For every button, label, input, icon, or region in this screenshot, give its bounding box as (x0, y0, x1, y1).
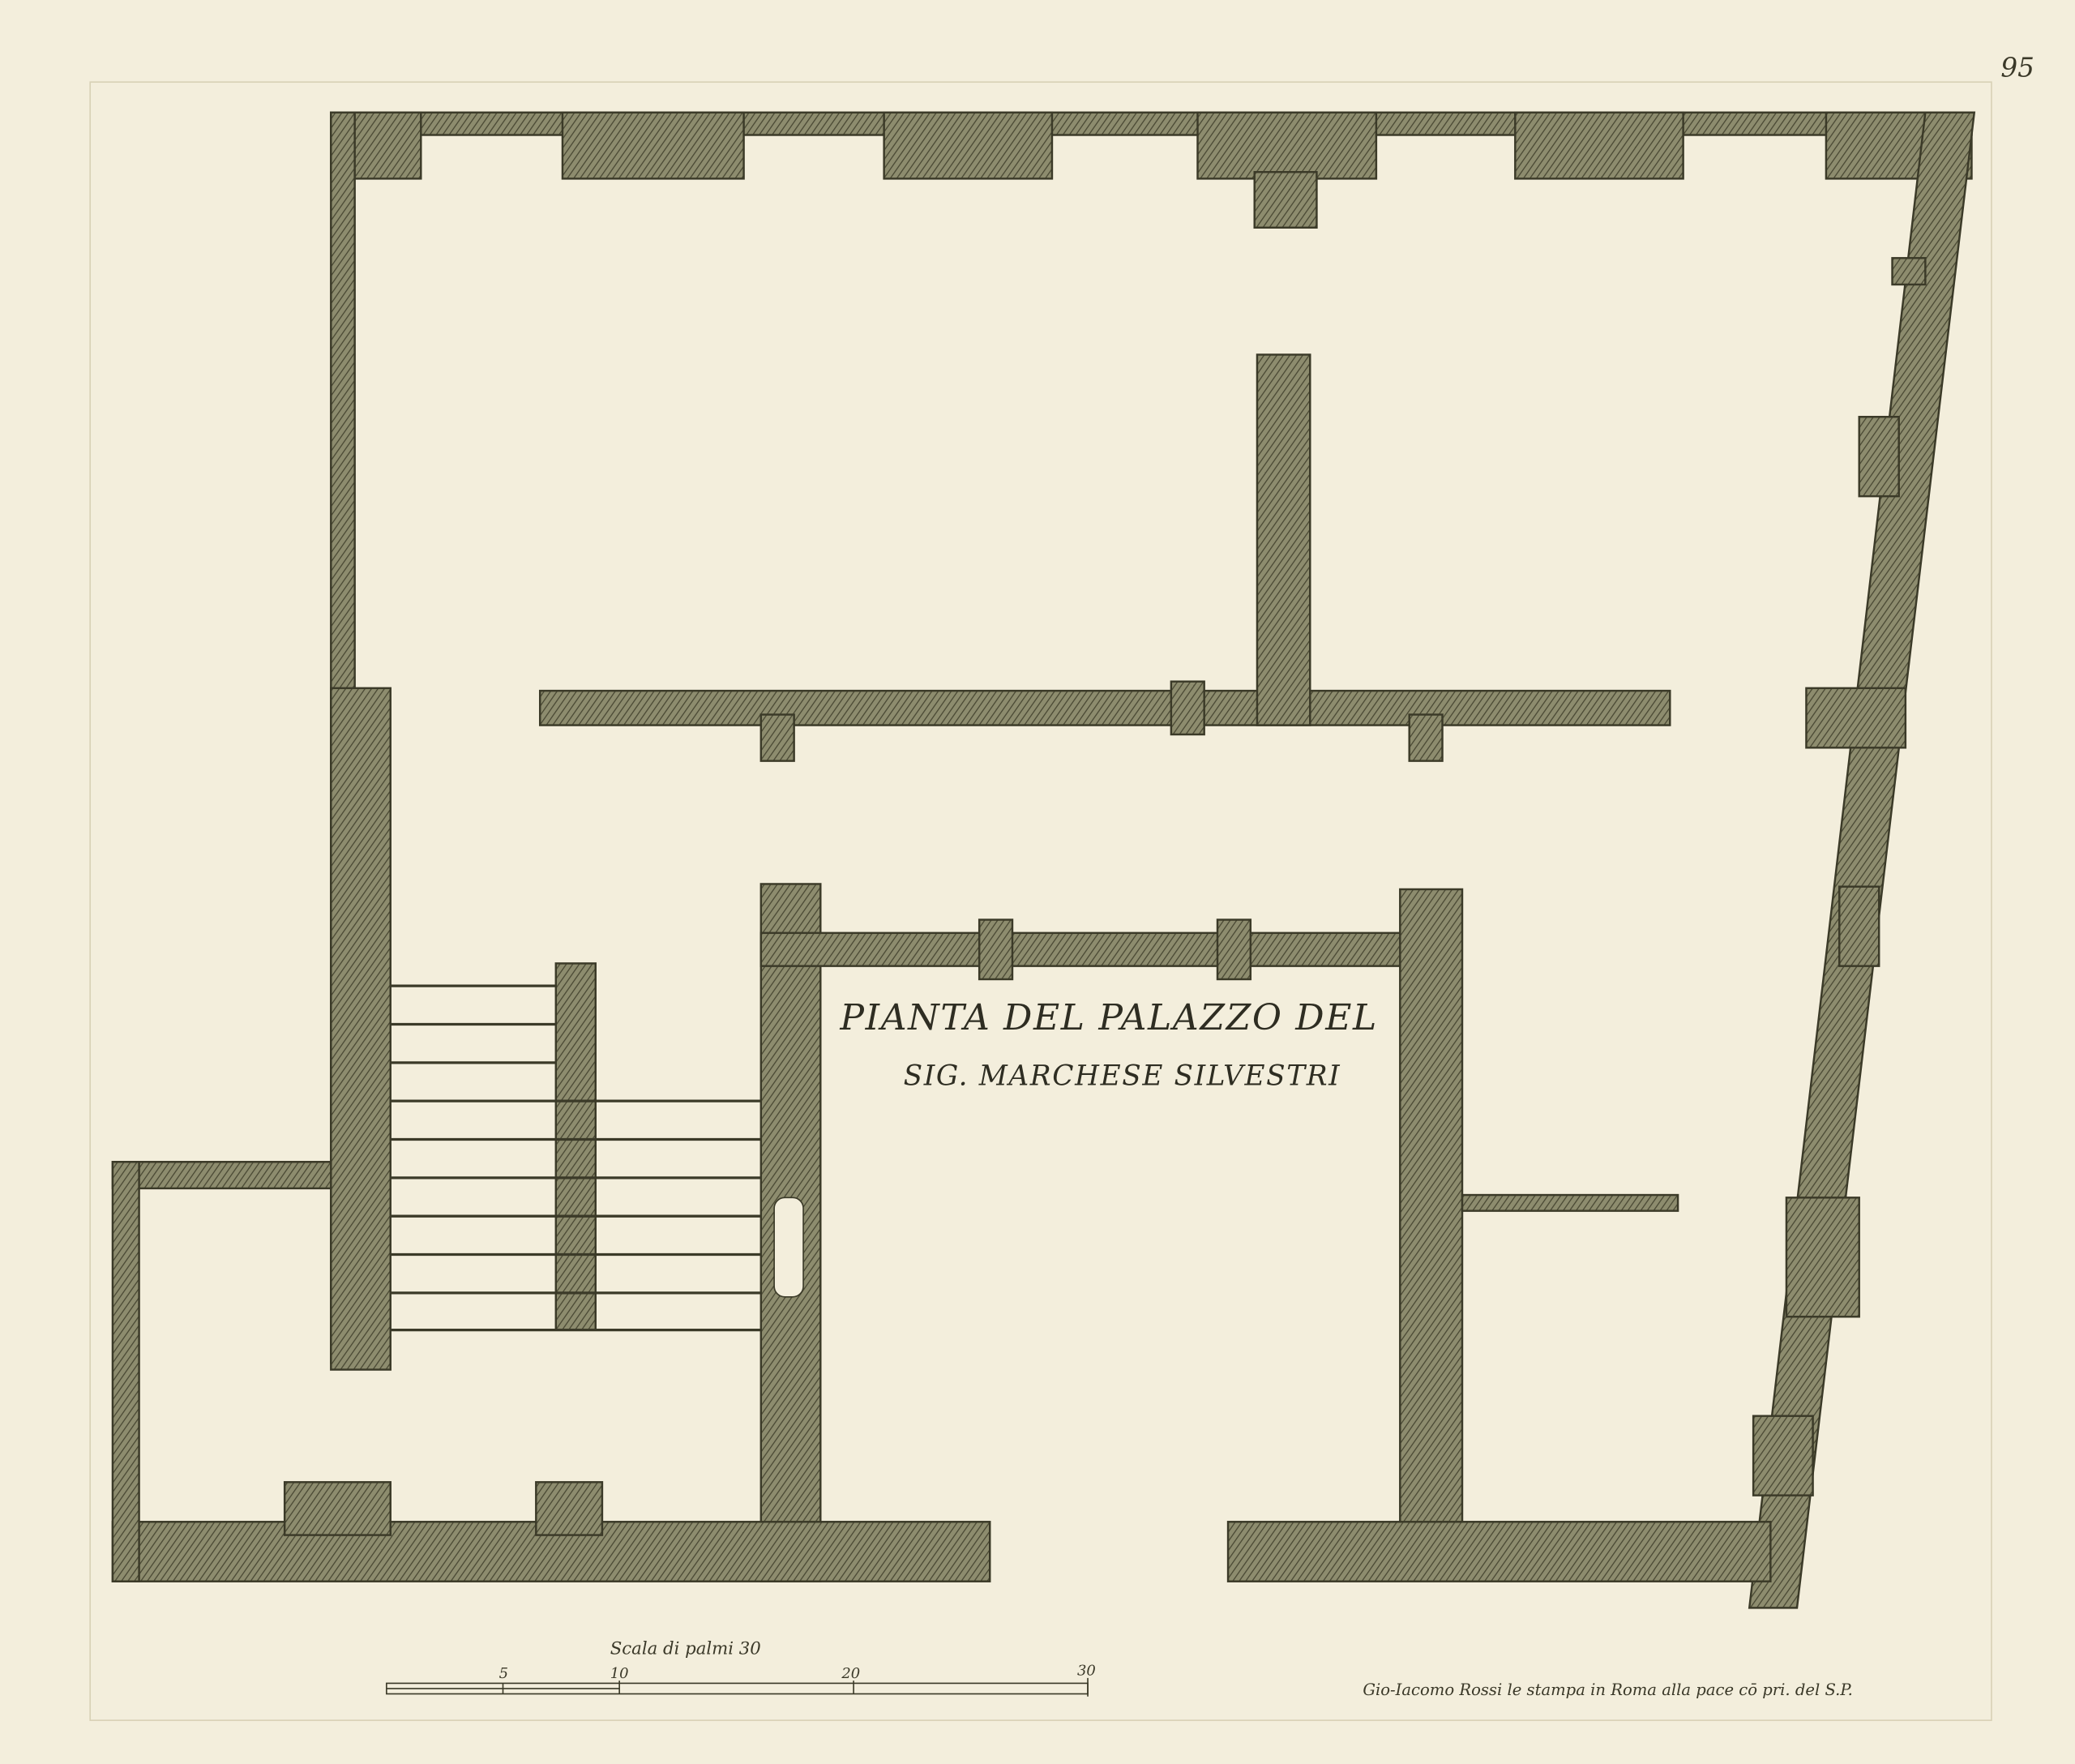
pier (1253, 170, 1318, 229)
annex-left-wall (111, 1161, 140, 1582)
scale-label: Scala di palmi 30 (610, 1639, 761, 1659)
pier (1196, 111, 1378, 180)
scale-tick: 20 (841, 1665, 860, 1682)
scale-tick: 30 (1077, 1663, 1096, 1680)
pier (535, 1481, 604, 1536)
court-right-wall (1399, 888, 1464, 1563)
pier (883, 111, 1054, 180)
pier (759, 713, 795, 762)
imprint: Gio-Iacomo Rossi le stampa in Roma alla … (1363, 1681, 1852, 1699)
page-number: 95 (2000, 53, 2034, 83)
bottom-wall-right (1226, 1521, 1772, 1582)
pier (1838, 885, 1880, 967)
niche (773, 1197, 804, 1298)
stair-core (554, 962, 597, 1331)
walls (111, 111, 1976, 1609)
pier (1891, 257, 1927, 286)
title-line-2: SIG. MARCHESE SILVESTRI (904, 1060, 1341, 1093)
pier (1408, 713, 1444, 762)
court-top-wall (759, 931, 1404, 967)
pier (1752, 1415, 1814, 1496)
pier (1805, 687, 1907, 749)
small-wall (1461, 1193, 1679, 1212)
plate-border (89, 81, 1992, 1721)
pier (1785, 1197, 1860, 1318)
pier (1858, 415, 1900, 498)
scale-tick: 5 (499, 1665, 508, 1682)
pier (1170, 680, 1205, 736)
scale-bar (386, 1677, 1089, 1697)
left-wall-thick (330, 687, 391, 1371)
annex-top-wall (111, 1161, 332, 1190)
scale-tick: 10 (610, 1665, 629, 1682)
pier (1216, 918, 1252, 981)
right-wall (1748, 111, 1976, 1609)
partition-wall (1256, 353, 1311, 726)
pier (1514, 111, 1684, 180)
pier (561, 111, 745, 180)
title-line-1: PIANTA DEL PALAZZO DEL (839, 997, 1378, 1038)
middle-wall (538, 689, 1671, 726)
pier (283, 1481, 391, 1536)
stair-treads (390, 984, 761, 1332)
pier (978, 918, 1014, 981)
